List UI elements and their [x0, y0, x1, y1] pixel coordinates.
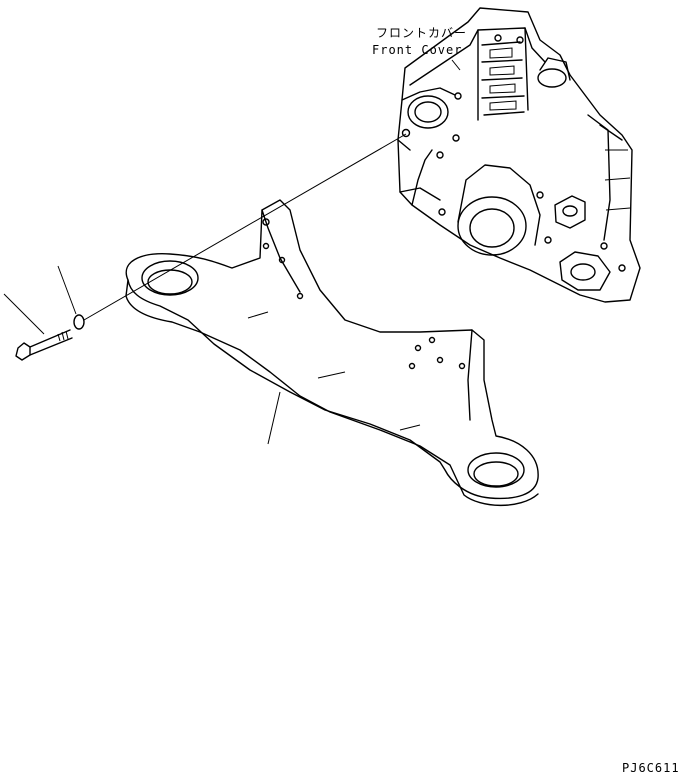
drawing-code: PJ6C611: [622, 761, 680, 774]
washer: [73, 314, 85, 330]
front-cover-label-jp: フロントカバー: [376, 26, 467, 40]
front-cover: [397, 7, 641, 303]
bolt: [15, 329, 73, 361]
support-bracket: [125, 199, 539, 507]
front-cover-label-en: Front Cover: [372, 43, 462, 57]
bracket-callout: [267, 391, 281, 445]
front-cover-callout: [451, 59, 461, 71]
bolt-callout: [3, 293, 45, 335]
washer-callout: [57, 265, 77, 315]
assembly-line: [83, 133, 407, 321]
